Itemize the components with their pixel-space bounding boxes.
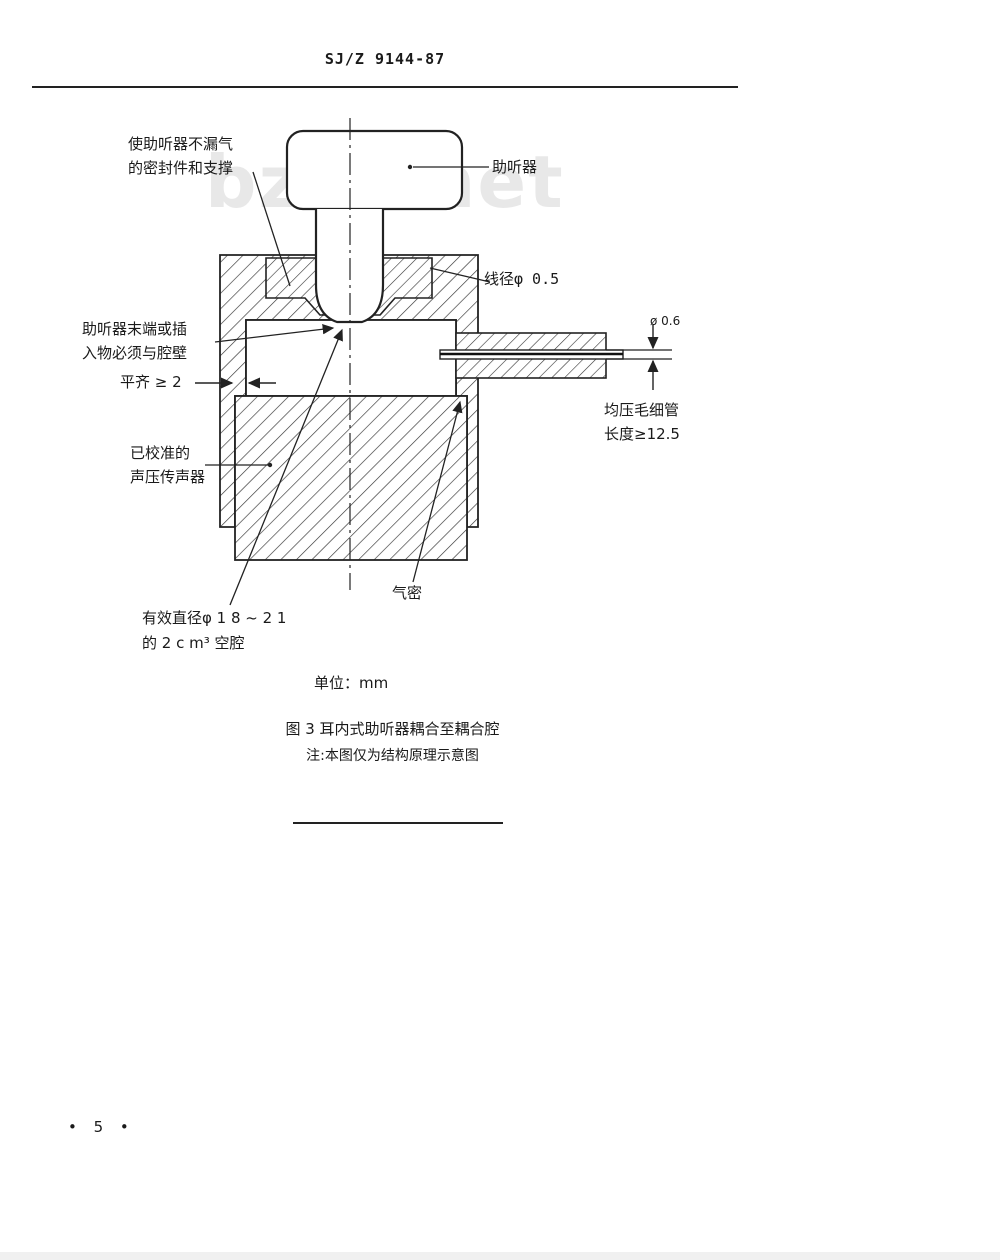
cavity-label-line1: 有效直径φ 1 8 ~ 2 1 [142,609,287,627]
tip-label-line3: 平齐 ≥ 2 [120,373,182,391]
cavity [245,319,457,397]
microphone-label-line2: 声压传声器 [130,468,206,486]
page-bottom-edge [0,1252,1000,1260]
airtight-label: 气密 [392,584,423,602]
tip-label-line1: 助听器末端或插 [82,320,188,338]
hearing-aid-body [285,129,464,211]
cavity-label-line2: 的 2 c m³ 空腔 [142,634,245,652]
seal-label-line2: 的密封件和支撑 [128,159,234,177]
capillary-label-line2: 长度≥12.5 [604,425,680,443]
tube-diameter-label: ø 0.6 [650,314,681,328]
wire-diameter-label: 线径φ 0.5 [484,270,560,288]
unit-label: 单位：mm [314,674,389,692]
document-code: SJ/Z 9144-87 [324,50,446,68]
seal-label-line1: 使助听器不漏气 [128,135,234,153]
hearing-aid-label: 助听器 [492,158,538,176]
tip-label-line2: 入物必须与腔壁 [82,344,188,362]
page-number: • 5 • [68,1118,135,1136]
microphone [234,395,468,561]
microphone-label-line1: 已校准的 [130,444,191,462]
figure-note: 注:本图仅为结构原理示意图 [306,748,479,764]
figure-caption: 图 3 耳内式助听器耦合至耦合腔 [285,720,500,738]
capillary-label-line1: 均压毛细管 [604,401,680,419]
